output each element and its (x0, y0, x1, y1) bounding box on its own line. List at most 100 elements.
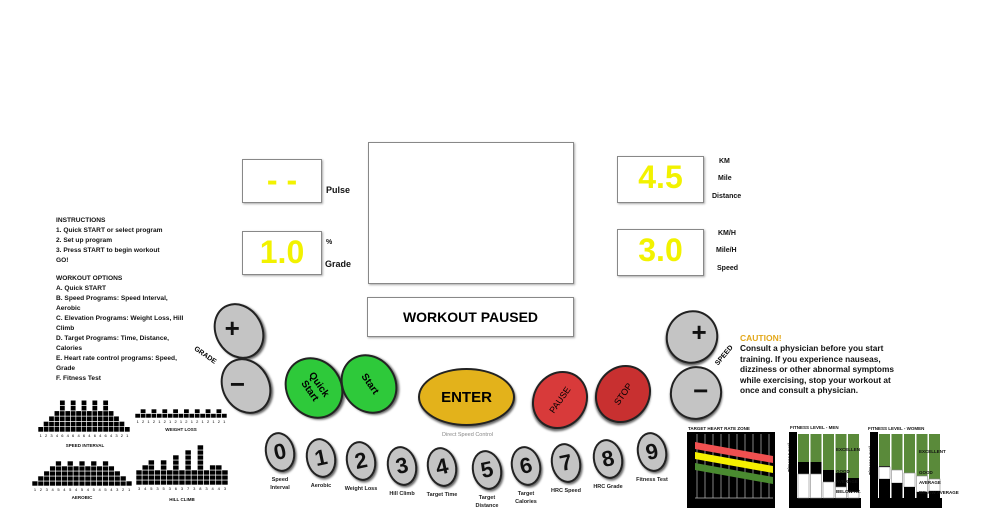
fitness-bar-segment (916, 434, 928, 476)
profile-bar-cell (66, 470, 74, 477)
keypad-digit: 6 (517, 452, 535, 480)
start-label: Start (357, 371, 381, 397)
profile-bar-cell (184, 449, 192, 456)
profile-level-label: 4 (110, 487, 113, 492)
profile-bar-cell (166, 479, 174, 486)
profile-bar-cell (102, 405, 109, 412)
profile-bar-cell (172, 474, 180, 481)
enter-button[interactable]: ENTER (418, 368, 515, 426)
fitness-bar-segment (835, 434, 847, 473)
profile-bar-cell (91, 399, 98, 406)
profile-level-label: 2 (40, 487, 43, 492)
profile-bar-cell (78, 475, 86, 482)
plus-icon: + (691, 316, 707, 347)
profile-level-label: 5 (104, 487, 107, 492)
profile-level-label: 1 (202, 419, 205, 424)
profile-bar-cell (48, 421, 55, 427)
fitness-bar-segment (835, 473, 847, 487)
fitness-women-title: FITNESS LEVEL - WOMEN (868, 426, 925, 431)
profile-bar-cell (75, 415, 82, 422)
fitness-axis-label: Fitness Level (786, 443, 792, 472)
profile-bar-cell (66, 480, 74, 487)
keypad-button-0[interactable]: 0 (261, 429, 299, 475)
profile-bar-cell (102, 399, 109, 406)
profile-bar-cell (184, 464, 192, 471)
profile-bar-cell (84, 480, 92, 487)
grade-display: 1.0 (242, 231, 322, 275)
profile-bar-cell (156, 413, 163, 419)
profile-bar-cell (91, 415, 98, 422)
option: F. Fitness Test (56, 375, 101, 382)
profile-title: WEIGHT LOSS (165, 427, 197, 432)
fitness-bar-segment (810, 473, 822, 499)
keypad-button-2[interactable]: 2 (342, 438, 380, 484)
profile-bar-cell (80, 421, 88, 427)
profile-bar-cell (72, 465, 80, 472)
men-level: AVERAGE (836, 479, 858, 484)
keypad-button-5[interactable]: 5 (468, 447, 506, 493)
profile-bar-cell (97, 421, 104, 427)
profile-bar-cell (167, 413, 174, 419)
profile-bar-cell (199, 413, 206, 419)
profile-level-label: 1 (158, 419, 161, 424)
profile-bar-cell (49, 480, 56, 487)
profile-bar-cell (72, 475, 80, 482)
profile-bar-cell (90, 465, 98, 472)
profile-bar-cell (59, 410, 66, 417)
quick-start-label: Quick Start (298, 370, 331, 404)
pause-button[interactable]: PAUSE (520, 359, 600, 441)
profile-level-label: 3 (50, 433, 53, 438)
profile-bar-cell (59, 415, 66, 422)
speed-down-button[interactable]: − (662, 358, 730, 428)
fitness-bar-segment (891, 434, 903, 470)
keypad-button-3[interactable]: 3 (383, 443, 421, 489)
profile-bar-cell (70, 410, 77, 417)
profile-bar-cell (203, 479, 210, 486)
profile-level-label: 4 (110, 433, 113, 438)
speed-label: Speed (717, 265, 739, 272)
profile-bar-cell (91, 410, 98, 417)
profile-bar-cell (43, 470, 50, 477)
distance-display: 4.5 (617, 156, 704, 203)
profile-bar-cell (205, 408, 212, 414)
profile-bar-cell (53, 426, 60, 433)
profile-bar-cell (215, 469, 223, 476)
profile-bar-cell (37, 475, 45, 482)
keypad-button-1[interactable]: 1 (302, 435, 340, 481)
grade-label-rotated: GRADE (192, 345, 218, 366)
profile-bar-cell (141, 479, 149, 486)
fitness-bar-segment (810, 434, 822, 462)
profile-bar-cell (197, 449, 204, 456)
profile-bar-cell (190, 469, 198, 476)
keypad-label: HRC Grade (593, 484, 623, 490)
profile-bar-cell (72, 470, 80, 477)
profile-bar-cell (91, 405, 98, 412)
profile-bar-cell (197, 474, 204, 481)
profile-bar-cell (64, 415, 71, 422)
pulse-value: - - (266, 162, 298, 198)
profile-bar-cell (125, 480, 133, 487)
speed-unit-kmh: KM/H (718, 230, 736, 237)
profile-bar-cell (140, 408, 147, 414)
keypad-button-9[interactable]: 9 (633, 429, 671, 475)
start-button[interactable]: Start (329, 343, 409, 425)
keypad-button-8[interactable]: 8 (589, 436, 627, 482)
stop-button[interactable]: STOP (583, 353, 663, 435)
profile-bar-cell (184, 459, 192, 466)
profile-level-label: 2 (122, 487, 125, 492)
keypad-label: HRC Speed (551, 488, 581, 494)
keypad-button-4[interactable]: 4 (423, 444, 461, 490)
option: C. Elevation Programs: Weight Loss, Hill… (56, 315, 184, 332)
profile-bar-cell (184, 454, 192, 461)
grade-label: Grade (325, 259, 352, 269)
profile-bar-cell (55, 470, 62, 477)
keypad-button-6[interactable]: 6 (507, 443, 545, 489)
keypad-button-7[interactable]: 7 (547, 440, 585, 486)
profile-bar-cell (150, 408, 157, 414)
keypad-label: Aerobic (310, 483, 332, 489)
profile-bar-cell (84, 475, 92, 482)
profile-bar-cell (43, 475, 50, 482)
profile-bar-cell (147, 474, 155, 481)
profile-level-label: 1 (126, 433, 129, 438)
